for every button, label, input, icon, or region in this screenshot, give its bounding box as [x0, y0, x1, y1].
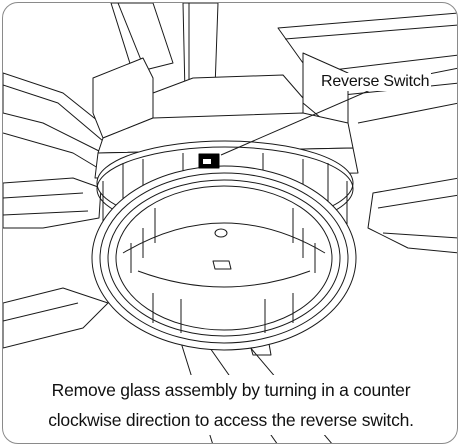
glass-ring-outer — [91, 165, 357, 351]
fan-blade-left — [3, 177, 102, 229]
fan-blade-bottom-left — [3, 287, 109, 349]
caption-line-2: clockwise direction to access the revers… — [44, 405, 418, 435]
diagram-frame: Reverse Switch Remove glass assembly by … — [2, 2, 458, 444]
reverse-switch-label: Reverse Switch — [319, 73, 432, 91]
caption-line-1: Remove glass assembly by turning in a co… — [47, 375, 415, 405]
fan-blade-right — [367, 177, 457, 254]
reverse-switch — [198, 153, 220, 169]
glass-bowl-inner — [122, 208, 326, 333]
fan-light-assembly-illustration — [3, 3, 457, 443]
instruction-caption: Remove glass assembly by turning in a co… — [3, 375, 457, 435]
callout-leader-line — [220, 80, 392, 156]
